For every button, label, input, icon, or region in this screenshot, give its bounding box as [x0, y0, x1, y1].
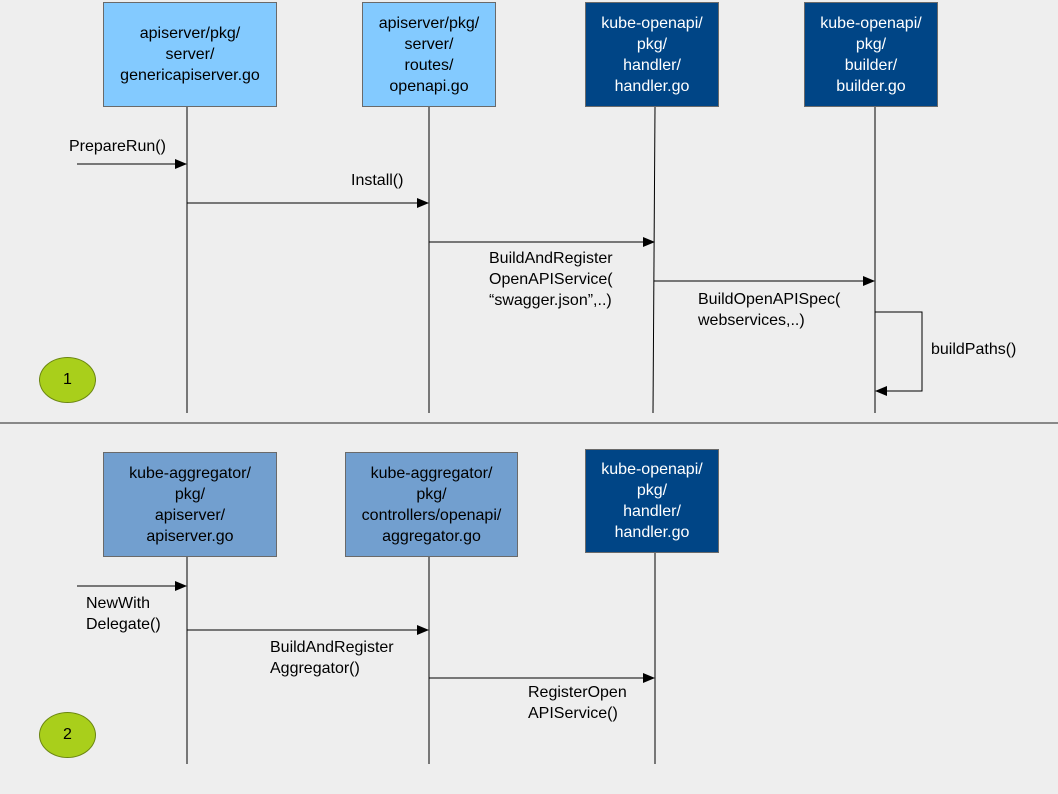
participant-openapi-handler: kube-openapi/ pkg/ handler/ handler.go [585, 2, 719, 107]
message-label-line: BuildOpenAPISpec( [698, 291, 841, 308]
message-label-line: “swagger.json”,..) [489, 292, 612, 309]
participant-label-line: apiserver/pkg/ [139, 25, 241, 42]
participant-label-line: handler.go [614, 77, 690, 95]
arrow-buildpaths [875, 311, 923, 396]
participant-aggregator-apiserver: kube-aggregator/ pkg/ apiserver/ apiserv… [103, 452, 277, 557]
participant-label-line: server/ [165, 46, 215, 63]
message-label-line: Aggregator() [270, 660, 360, 677]
message-label-preparerun: PrepareRun() [69, 136, 166, 157]
message-label-line: buildPaths() [931, 341, 1017, 358]
participant-label-line: controllers/openapi/ [361, 506, 502, 524]
message-label-buildandregister-openapiservice: BuildAndRegister OpenAPIService( “swagge… [489, 248, 613, 311]
participant-label-line: apiserver/ [154, 506, 226, 524]
participant-openapi-handler-2: kube-openapi/ pkg/ handler/ handler.go [585, 449, 719, 553]
message-label-registeropenapiservice: RegisterOpen APIService() [528, 682, 627, 724]
message-label-line: Install() [351, 172, 404, 189]
message-label-line: BuildAndRegister [489, 250, 613, 267]
message-label-line: RegisterOpen [528, 684, 627, 701]
participant-label-line: apiserver/pkg/ [378, 14, 480, 32]
participant-label-line: kube-openapi/ [601, 461, 703, 478]
participant-label-line: handler.go [614, 524, 690, 541]
message-label-buildandregister-aggregator: BuildAndRegister Aggregator() [270, 637, 394, 679]
participant-label-line: pkg/ [855, 35, 887, 53]
participant-label-line: genericapiserver.go [120, 67, 260, 84]
message-label-line: NewWith [86, 595, 151, 612]
message-label-line: PrepareRun() [69, 138, 166, 155]
message-label-line: Delegate() [86, 616, 161, 633]
participant-label-line: kube-aggregator/ [370, 464, 493, 482]
message-label-buildpaths: buildPaths() [931, 339, 1016, 360]
participant-label-line: handler/ [623, 503, 681, 520]
participant-label-line: aggregator.go [382, 527, 481, 545]
participant-label-line: pkg/ [636, 482, 668, 499]
participant-label-line: builder.go [836, 77, 906, 95]
participant-label-line: routes/ [404, 56, 454, 74]
participant-label-line: builder/ [844, 56, 898, 74]
message-label-install: Install() [351, 170, 403, 191]
step-1-badge: 1 [39, 357, 96, 403]
participant-label-line: server/ [404, 35, 454, 53]
message-label-line: OpenAPIService( [489, 271, 613, 288]
participant-label-line: kube-openapi/ [820, 14, 922, 32]
participant-label-line: apiserver.go [146, 527, 234, 545]
participant-label-line: pkg/ [416, 485, 447, 503]
participant-label-line: openapi.go [389, 77, 469, 95]
message-label-buildopenapispec: BuildOpenAPISpec( webservices,..) [698, 289, 840, 331]
message-label-line: APIService() [528, 705, 618, 722]
participant-openapi-builder: kube-openapi/ pkg/ builder/ builder.go [804, 2, 938, 107]
participant-aggregator-controller: kube-aggregator/ pkg/ controllers/openap… [345, 452, 518, 557]
participant-label-line: handler/ [623, 56, 681, 74]
participant-label-line: pkg/ [636, 35, 668, 53]
participant-label-line: kube-aggregator/ [129, 464, 251, 482]
step-2-badge: 2 [39, 712, 96, 758]
message-label-newwithdelegate: NewWith Delegate() [86, 593, 161, 635]
participant-label-line: kube-openapi/ [601, 14, 703, 32]
message-label-line: webservices,..) [698, 312, 805, 329]
message-label-line: BuildAndRegister [270, 639, 394, 656]
participant-openapi-routes: apiserver/pkg/ server/ routes/ openapi.g… [362, 2, 496, 107]
participant-genericapiserver: apiserver/pkg/ server/ genericapiserver.… [103, 2, 277, 107]
lifeline-handler [652, 106, 656, 414]
participant-label-line: pkg/ [174, 485, 206, 503]
